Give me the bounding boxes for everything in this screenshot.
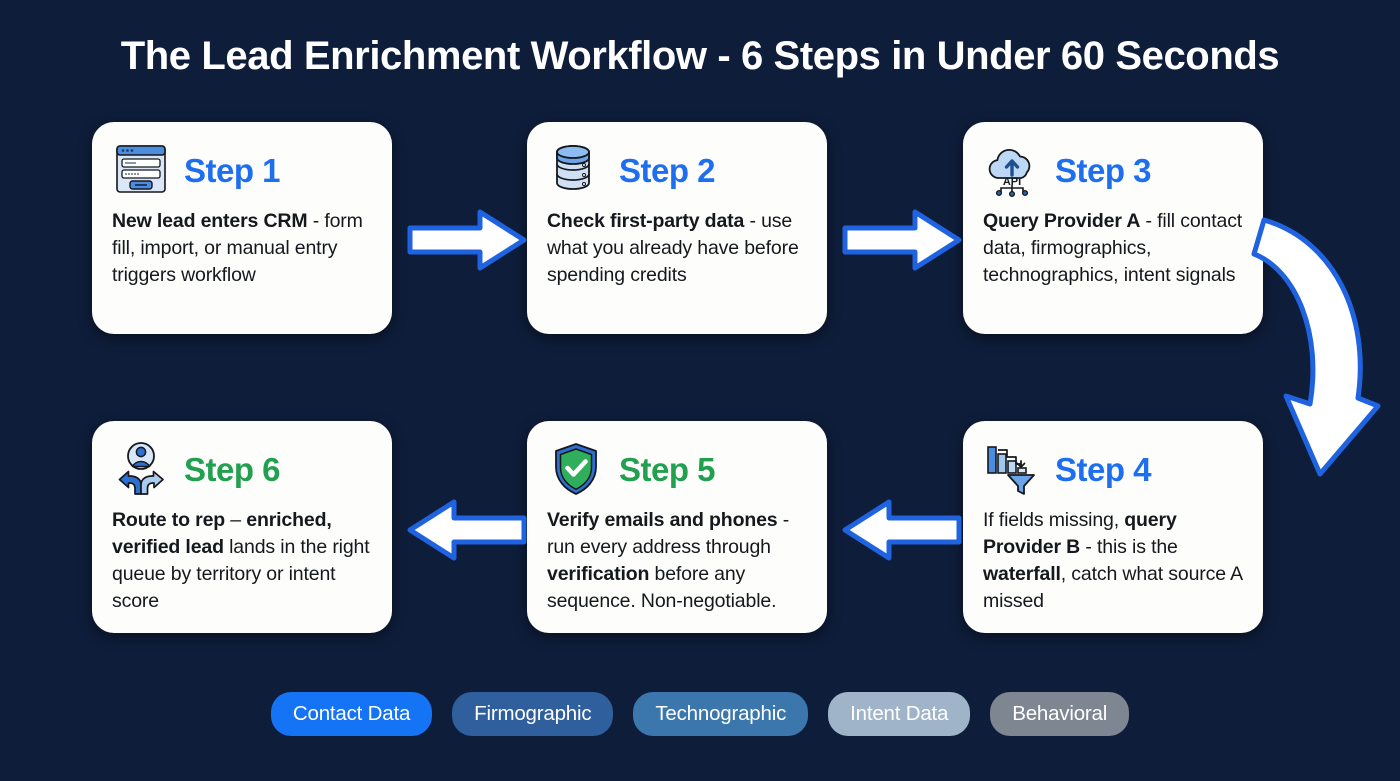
- step-card-5-body-t2: before any sequence. Non-negotiable.: [547, 562, 777, 612]
- step-card-6: Step 6 Route to rep – enriched, verified…: [92, 421, 392, 633]
- step-card-4-header: Step 4: [983, 439, 1243, 499]
- arrow-step2-to-step3-icon: [842, 209, 962, 271]
- step-card-1-header: Step 1: [112, 140, 372, 200]
- arrow-step1-to-step2-icon: [407, 209, 527, 271]
- pill-intent-data[interactable]: Intent Data: [828, 692, 971, 736]
- step-card-2-body: Check first-party data - use what you al…: [547, 208, 807, 289]
- step-card-2-body-rest: - use what you already have before spend…: [547, 210, 799, 286]
- step-card-2-label: Step 2: [619, 151, 716, 189]
- step-card-2-body-lead: Check first-party data: [547, 210, 745, 232]
- step-card-4-body-b2: waterfall: [983, 562, 1061, 585]
- step-card-4-body: If fields missing, query Provider B - th…: [983, 507, 1243, 615]
- pill-firmographic[interactable]: Firmographic: [452, 692, 614, 736]
- step-card-6-body-t1: –: [225, 509, 247, 531]
- step-card-6-body-t2: lands in the right queue by territory or…: [112, 535, 370, 612]
- step-card-5-body: Verify emails and phones - run every add…: [547, 507, 807, 615]
- step-card-4: Step 4 If fields missing, query Provider…: [963, 421, 1263, 633]
- step-card-1-body-rest: - form fill, import, or manual entry tri…: [112, 210, 363, 286]
- step-card-2-header: Step 2: [547, 140, 807, 200]
- step-card-3-body: Query Provider A - fill contact data, fi…: [983, 208, 1243, 289]
- step-card-2: Step 2 Check first-party data - use what…: [527, 122, 827, 334]
- step-card-1-body: New lead enters CRM - form fill, import,…: [112, 208, 372, 289]
- step-card-6-header: Step 6: [112, 439, 372, 499]
- arrow-step5-to-step6-icon: [407, 499, 527, 561]
- pill-technographic[interactable]: Technographic: [633, 692, 809, 736]
- database-cylinder-icon: [556, 145, 590, 190]
- step-card-4-body-t2: - this is the: [1080, 535, 1178, 558]
- step-card-5-body-b2: verification: [547, 562, 650, 585]
- step-card-6-body: Route to rep – enriched, verified lead l…: [112, 507, 372, 615]
- page-title: The Lead Enrichment Workflow - 6 Steps i…: [120, 34, 1280, 78]
- shield-check-icon: [555, 443, 597, 495]
- step-card-5: Step 5 Verify emails and phones - run ev…: [527, 421, 827, 633]
- data-type-pill-row: Contact Data Firmographic Technographic …: [0, 692, 1400, 736]
- step-card-5-label: Step 5: [619, 450, 716, 488]
- step-card-5-body-t1: - run every address through: [547, 509, 790, 558]
- step-card-3: API Step 3 Query Provider A - fill conta…: [963, 122, 1263, 334]
- step-card-6-body-b2: enriched, verified lead: [112, 509, 332, 558]
- cloud-api-upload-icon: API: [988, 148, 1031, 198]
- step-card-3-label: Step 3: [1055, 151, 1152, 189]
- step-card-1-body-lead: New lead enters CRM: [112, 210, 308, 232]
- route-person-branch-icon: [118, 442, 164, 495]
- step-card-5-header: Step 5: [547, 439, 807, 499]
- step-card-4-body-b1: query Provider B: [983, 509, 1177, 558]
- step-card-4-label: Step 4: [1055, 450, 1152, 488]
- arrow-step3-to-step4-icon: [1251, 217, 1381, 477]
- svg-text:API: API: [1003, 176, 1021, 188]
- waterfall-bars-funnel-icon: [987, 446, 1035, 495]
- arrow-step4-to-step5-icon: [842, 499, 962, 561]
- step-card-1: Step 1 New lead enters CRM - form fill, …: [92, 122, 392, 334]
- step-card-4-body-t3: , catch what source A missed: [983, 562, 1242, 612]
- step-card-4-body-t1: If fields missing,: [983, 509, 1125, 531]
- step-card-3-body-lead: Query Provider A: [983, 210, 1141, 232]
- step-card-3-body-rest: - fill contact data, firmographics, tech…: [983, 210, 1243, 286]
- step-card-6-label: Step 6: [184, 450, 281, 488]
- pill-behavioral[interactable]: Behavioral: [990, 692, 1130, 736]
- step-card-3-header: API Step 3: [983, 140, 1243, 200]
- pill-contact-data[interactable]: Contact Data: [270, 692, 433, 736]
- crm-form-window-icon: [116, 145, 166, 193]
- step-card-6-body-b1: Route to rep: [112, 509, 226, 531]
- step-card-1-label: Step 1: [184, 151, 281, 189]
- step-card-5-body-b1: Verify emails and phones: [547, 509, 778, 531]
